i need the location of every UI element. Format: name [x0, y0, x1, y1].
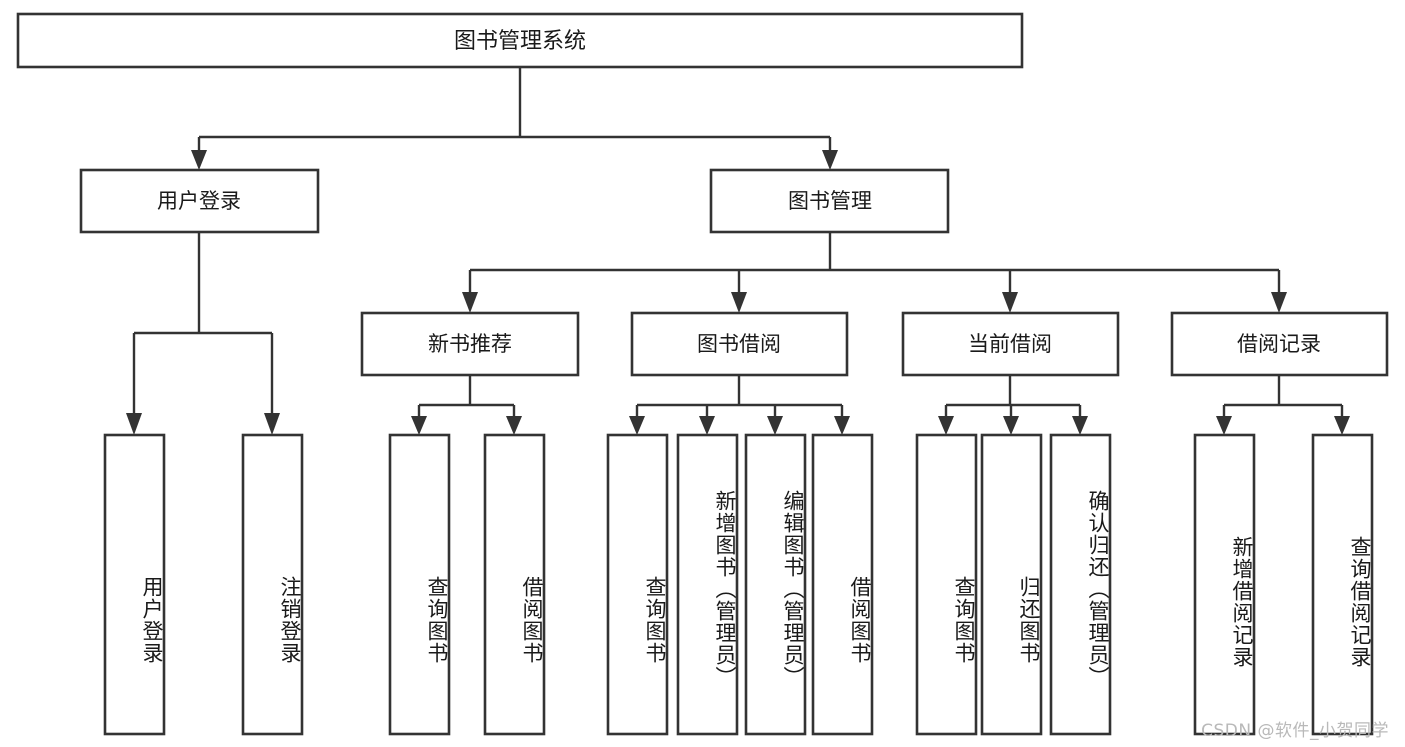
node-borrow-record-label: 借阅记录 — [1237, 332, 1321, 356]
arrow-root-to-book-manage — [822, 150, 838, 170]
node-leaf-current-borrow-3[interactable] — [1049, 433, 1112, 736]
node-leaf-new-book-2[interactable] — [483, 433, 546, 736]
arrow-current-leaf-1 — [938, 416, 954, 435]
watermark-text: CSDN @软件_小贺同学 — [1201, 721, 1389, 741]
arrow-borrow-leaf-2 — [699, 416, 715, 435]
node-current-borrow-label: 当前借阅 — [968, 332, 1052, 356]
node-user-login[interactable] — [79, 168, 320, 234]
arrow-newbook-leaf-2 — [506, 416, 522, 435]
node-leaf-current-borrow-2[interactable] — [980, 433, 1043, 736]
node-leaf-user-login-2[interactable] — [241, 433, 304, 736]
arrow-record-leaf-1 — [1216, 416, 1232, 435]
node-book-manage[interactable] — [709, 168, 950, 234]
node-leaf-book-borrow-2[interactable] — [676, 433, 739, 736]
node-new-book-recommend-label: 新书推荐 — [428, 332, 512, 356]
arrow-bookmanage-to-new-book — [462, 292, 478, 313]
arrow-bookmanage-to-record — [1271, 292, 1287, 313]
arrow-current-leaf-2 — [1003, 416, 1019, 435]
arrow-current-leaf-3 — [1072, 416, 1088, 435]
node-book-borrow[interactable] — [630, 311, 849, 377]
node-new-book-recommend[interactable] — [360, 311, 580, 377]
node-borrow-record[interactable] — [1170, 311, 1389, 377]
arrow-borrow-leaf-1 — [629, 416, 645, 435]
arrow-borrow-leaf-4 — [834, 416, 850, 435]
node-leaf-user-login-1[interactable] — [103, 433, 166, 736]
arrow-bookmanage-to-borrow — [731, 292, 747, 313]
node-user-login-label: 用户登录 — [157, 189, 241, 213]
node-current-borrow[interactable] — [901, 311, 1120, 377]
arrow-borrow-leaf-3 — [767, 416, 783, 435]
node-book-borrow-label: 图书借阅 — [697, 332, 781, 356]
node-leaf-book-borrow-3[interactable] — [744, 433, 807, 736]
arrow-newbook-leaf-1 — [411, 416, 427, 435]
node-root[interactable] — [16, 12, 1024, 69]
node-leaf-book-borrow-4[interactable] — [811, 433, 874, 736]
arrow-userlogin-leaf-1 — [126, 413, 142, 435]
arrow-userlogin-leaf-2 — [264, 413, 280, 435]
node-leaf-book-borrow-1[interactable] — [606, 433, 669, 736]
node-leaf-current-borrow-1[interactable] — [915, 433, 978, 736]
node-leaf-new-book-1[interactable] — [388, 433, 451, 736]
node-root-label: 图书管理系统 — [454, 29, 586, 54]
arrow-record-leaf-2 — [1334, 416, 1350, 435]
arrow-root-to-user-login — [191, 150, 207, 170]
node-leaf-borrow-record-2[interactable] — [1311, 433, 1374, 736]
node-leaf-borrow-record-1[interactable] — [1193, 433, 1256, 736]
arrow-bookmanage-to-current — [1002, 292, 1018, 313]
node-book-manage-label: 图书管理 — [788, 189, 872, 213]
